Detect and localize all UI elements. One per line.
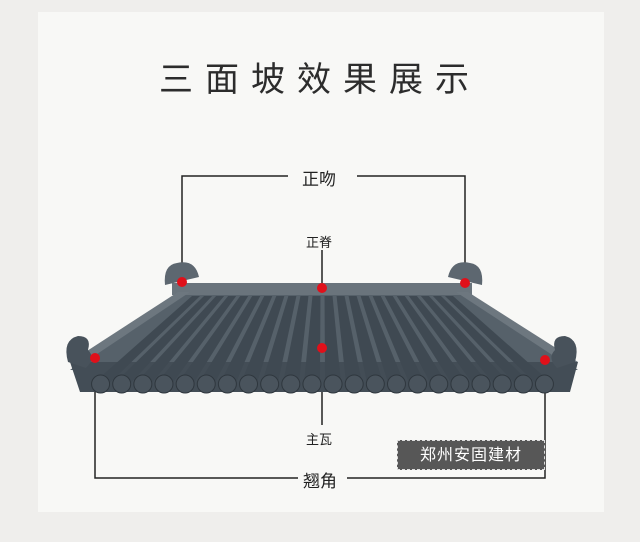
tile-column	[348, 296, 384, 384]
tile-column	[113, 296, 213, 384]
roof-tiles	[91, 296, 554, 394]
tile-end-cap	[260, 374, 280, 394]
tile-column	[444, 296, 553, 384]
tile-column	[177, 296, 249, 384]
tile-end-cap	[429, 374, 449, 394]
tile-end-cap	[323, 374, 343, 394]
tile-end-cap	[302, 374, 322, 394]
tile-column	[261, 296, 297, 384]
ridge-ornament-left	[164, 262, 199, 285]
tile-column	[240, 296, 285, 384]
marker-ridge-ornament-right	[460, 278, 470, 288]
tile-column	[282, 296, 309, 384]
tile-column	[324, 296, 342, 384]
tile-end-cap	[450, 374, 470, 394]
tile-end-cap	[365, 374, 385, 394]
tile-column	[384, 296, 447, 384]
tile-column	[360, 296, 405, 384]
brand-watermark: 郑州安固建材	[397, 440, 545, 470]
marker-main-ridge	[317, 283, 327, 293]
tile-end-cap	[408, 374, 428, 394]
page-title: 三面坡效果展示	[159, 60, 481, 100]
tile-column	[432, 296, 532, 384]
label-upturned-corner: 翘角	[303, 472, 337, 492]
tile-column	[134, 296, 225, 384]
tile-column	[372, 296, 426, 384]
tile-end-cap	[513, 374, 533, 394]
tile-column	[396, 296, 468, 384]
tile-end-cap	[133, 374, 153, 394]
tile-end-cap	[217, 374, 237, 394]
tile-end-cap	[239, 374, 259, 394]
leader-lines	[94, 175, 546, 479]
markers	[90, 277, 550, 365]
tile-end-cap	[196, 374, 216, 394]
tile-end-cap	[534, 374, 554, 394]
tile-end-cap	[91, 374, 111, 394]
label-main-tile: 主瓦	[306, 433, 333, 448]
marker-ridge-ornament-left	[177, 277, 187, 287]
corner-left	[66, 336, 92, 368]
marker-corner-left	[90, 353, 100, 363]
tile-column	[198, 296, 261, 384]
tile-end-cap	[281, 374, 301, 394]
background-card	[38, 12, 604, 512]
tile-end-cap	[386, 374, 406, 394]
label-ridge-ornament: 正吻	[302, 170, 336, 190]
corner-right	[551, 336, 577, 368]
roof-illustration	[66, 262, 578, 394]
tile-column	[155, 296, 237, 384]
tile-end-cap	[112, 374, 132, 394]
marker-main-tile	[317, 343, 327, 353]
tile-end-cap	[471, 374, 491, 394]
tile-end-cap	[175, 374, 195, 394]
tile-end-cap	[344, 374, 364, 394]
tile-column	[303, 296, 321, 384]
tile-column	[92, 296, 201, 384]
tile-column	[420, 296, 511, 384]
ridge-ornament-right	[448, 262, 483, 285]
marker-corner-right	[540, 355, 550, 365]
tile-column	[408, 296, 490, 384]
label-main-ridge: 正脊	[306, 236, 333, 251]
tile-column	[336, 296, 363, 384]
tile-column	[219, 296, 273, 384]
tile-end-cap	[492, 374, 512, 394]
tile-end-cap	[154, 374, 174, 394]
